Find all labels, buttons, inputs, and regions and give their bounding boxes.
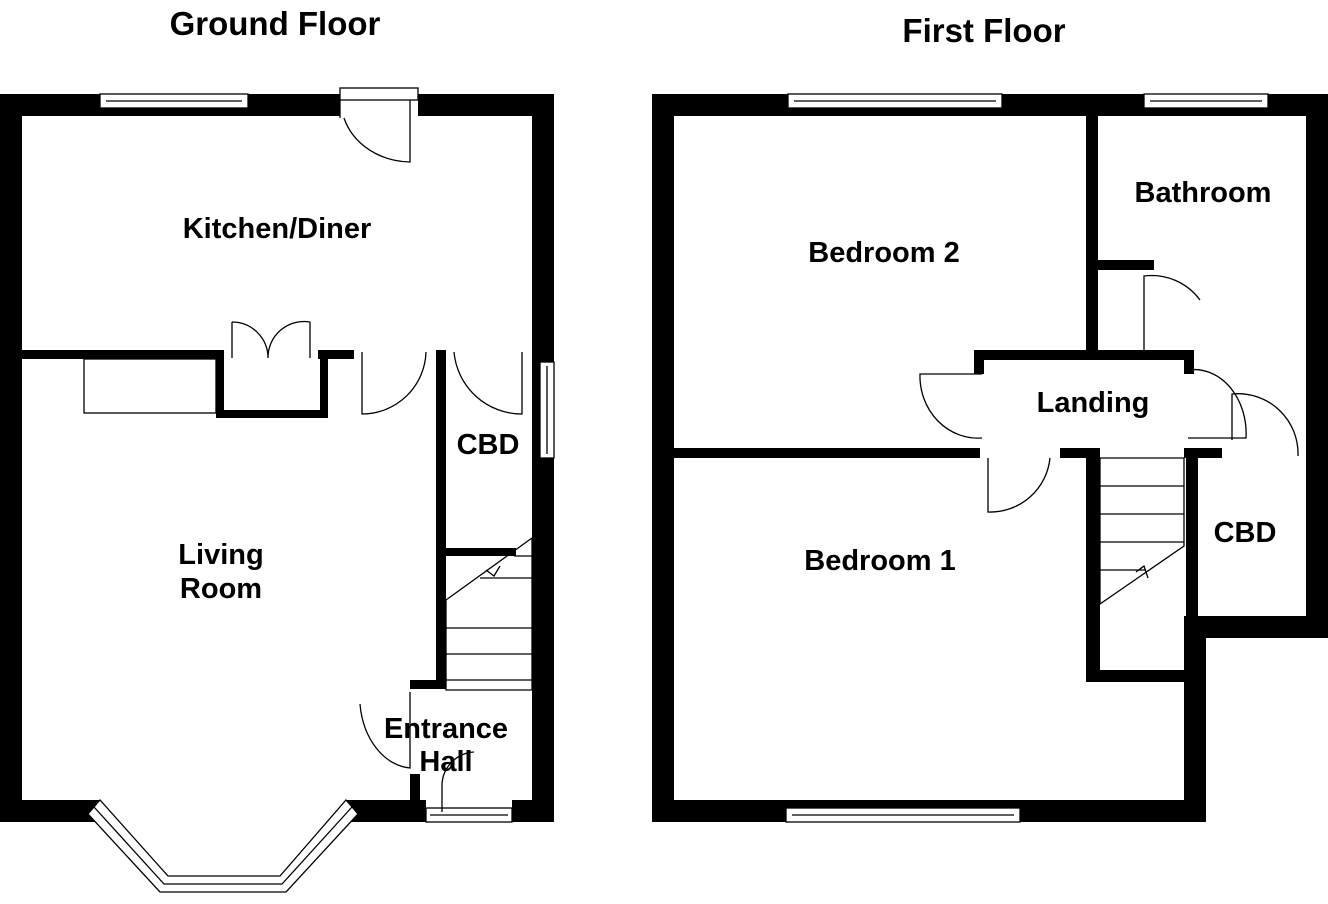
first-floor-room-labels: Bedroom 2 Bathroom Landing Bedroom 1 CBD [804,177,1276,577]
first-floor-windows [785,93,1269,823]
ground-floor-fixtures [83,358,533,691]
room-label-living-line1: Living [178,539,263,571]
first-floor-stairs [1099,457,1185,606]
room-label-entrance-line2: Hall [419,746,472,778]
first-floor: First Floor [652,12,1328,823]
ground-floor: Ground Floor [0,5,555,893]
room-label-kitchen-diner: Kitchen/Diner [183,213,372,245]
room-label-entrance-line1: Entrance [384,713,508,745]
room-label-ground-cbd: CBD [457,429,520,461]
ground-floor-windows [87,93,555,893]
room-label-living-line2: Room [180,573,262,605]
room-label-bedroom-2: Bedroom 2 [808,237,959,269]
room-label-bathroom: Bathroom [1135,177,1272,209]
room-label-bedroom-1: Bedroom 1 [804,545,955,577]
first-floor-doors [919,274,1299,513]
ground-floor-doors [231,87,523,812]
room-label-landing: Landing [1037,387,1150,419]
room-label-first-cbd: CBD [1214,517,1277,549]
ground-floor-room-labels: Kitchen/Diner Living Room CBD Entrance H… [178,213,519,778]
first-floor-title: First Floor [902,12,1065,49]
ground-floor-title: Ground Floor [170,5,381,42]
